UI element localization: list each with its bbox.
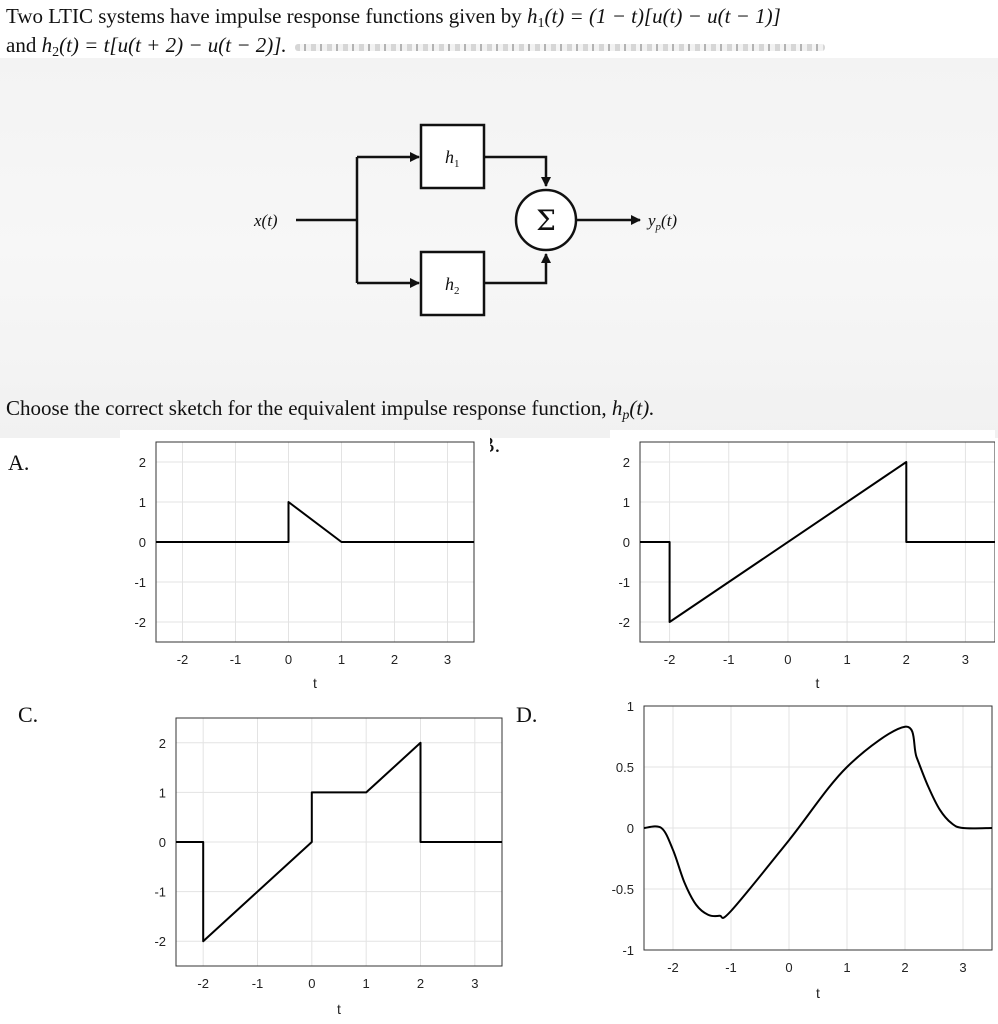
h1-expression: (t) = (1 − t)[u(t) − u(t − 1)] xyxy=(544,4,781,28)
option-b-chart: -2 -1 0 1 2 3 -2 -1 0 1 2 t xyxy=(618,441,995,691)
plot-c-series-line xyxy=(176,741,502,943)
plot-d-y-tick-label: 0.5 xyxy=(616,760,634,775)
diagram-background xyxy=(0,58,998,438)
option-c-plot[interactable]: -2 -1 0 1 2 3 -2 -1 0 1 2 t xyxy=(130,700,510,1024)
plot-c-x-tick-label: -1 xyxy=(252,976,264,991)
plot-c-y-tick-label: 0 xyxy=(159,835,166,850)
problem-line-1: Two LTIC systems have impulse response f… xyxy=(6,4,781,32)
plot-b-y-tick-label: -1 xyxy=(618,575,630,590)
h2-to-sum-arrow xyxy=(484,253,551,285)
option-a-plot[interactable]: -2 -1 0 1 2 3 -2 -1 0 1 2 t xyxy=(120,430,490,700)
plot-c-x-tick-label: 3 xyxy=(471,976,478,991)
sigma-icon: Σ xyxy=(536,204,556,237)
plot-d-y-tick-label: 1 xyxy=(627,699,634,714)
plot-a-x-tick-label: -1 xyxy=(230,652,242,667)
plot-d-x-axis-label: t xyxy=(816,985,820,1001)
question-sentence: Choose the correct sketch for the equiva… xyxy=(6,396,612,420)
h2-expression: (t) = t[u(t + 2) − u(t − 2)]. xyxy=(59,33,287,57)
plot-b-y-tick-label: 0 xyxy=(623,535,630,550)
hp-tail: (t). xyxy=(629,396,655,420)
option-c-label[interactable]: C. xyxy=(18,702,39,727)
and-text: and xyxy=(6,33,42,57)
option-d-label[interactable]: D. xyxy=(516,702,538,727)
plot-b-series-line xyxy=(640,461,995,623)
plot-c-y-tick-label: 1 xyxy=(159,785,166,800)
plot-c-x-tick-label: -2 xyxy=(197,976,209,991)
h1-symbol: h xyxy=(526,4,538,28)
h1-subscript: 1 xyxy=(537,16,545,31)
plot-a-x-axis-label: t xyxy=(313,675,317,691)
scan-smudge xyxy=(294,43,825,51)
plot-a-x-tick-label: 2 xyxy=(391,652,398,667)
h2-symbol: h xyxy=(41,33,53,57)
input-label: x(t) xyxy=(253,211,278,230)
option-d-plot[interactable]: -2 -1 0 1 2 3 -1 -0.5 0 0.5 1 t xyxy=(610,692,995,1022)
output-label: yp(t) xyxy=(646,211,677,233)
plot-d-y-tick-label: -1 xyxy=(622,943,634,958)
plot-b-y-tick-label: 2 xyxy=(623,455,630,470)
problem-line-2: and h2(t) = t[u(t + 2) − u(t − 2)]. xyxy=(6,33,825,61)
plot-b-x-tick-label: 2 xyxy=(903,652,910,667)
plot-c-x-tick-label: 2 xyxy=(417,976,424,991)
plot-b-x-tick-label: -1 xyxy=(723,652,735,667)
plot-b-y-tick-label: -2 xyxy=(618,615,630,630)
hp-subscript: p xyxy=(622,408,630,423)
plot-b-x-axis-label: t xyxy=(816,675,820,691)
option-d-chart: -2 -1 0 1 2 3 -1 -0.5 0 0.5 1 t xyxy=(612,699,993,1001)
h2-block-label: h2 xyxy=(445,274,460,297)
plot-d-y-tick-label: 0 xyxy=(627,821,634,836)
plot-d-y-tick-label: -0.5 xyxy=(612,882,634,897)
plot-a-x-tick-label: 3 xyxy=(444,652,451,667)
plot-c-y-tick-label: -1 xyxy=(154,885,166,900)
plot-b-y-tick-label: 1 xyxy=(623,495,630,510)
option-a-chart: -2 -1 0 1 2 3 -2 -1 0 1 2 t xyxy=(134,441,475,691)
plot-d-x-tick-label: 2 xyxy=(901,960,908,975)
plot-d-x-tick-label: 0 xyxy=(785,960,792,975)
plot-d-x-tick-label: 1 xyxy=(843,960,850,975)
question-text: Choose the correct sketch for the equiva… xyxy=(6,396,654,424)
plot-b-x-tick-label: 3 xyxy=(962,652,969,667)
plot-a-series-line xyxy=(156,501,474,543)
plot-a-y-tick-label: -1 xyxy=(134,575,146,590)
plot-c-x-tick-label: 0 xyxy=(308,976,315,991)
option-a-label[interactable]: A. xyxy=(8,450,30,475)
plot-d-x-tick-label: -1 xyxy=(725,960,737,975)
plot-d-x-tick-label: -2 xyxy=(667,960,679,975)
plot-a-x-tick-label: -2 xyxy=(177,652,189,667)
plot-b-x-tick-label: -2 xyxy=(664,652,676,667)
h1-block-label: h1 xyxy=(445,147,460,170)
option-c-chart: -2 -1 0 1 2 3 -2 -1 0 1 2 t xyxy=(154,717,503,1017)
plot-a-y-tick-label: -2 xyxy=(134,615,146,630)
block-diagram: x(t) h1 h2 Σ yp(t) xyxy=(253,123,677,317)
plot-b-x-tick-label: 0 xyxy=(784,652,791,667)
h1-to-sum-arrow xyxy=(484,155,551,187)
plot-c-x-axis-label: t xyxy=(337,1001,341,1017)
option-b-plot[interactable]: -2 -1 0 1 2 3 -2 -1 0 1 2 t xyxy=(610,430,995,700)
plot-c-x-tick-label: 1 xyxy=(363,976,370,991)
hp-symbol: h xyxy=(611,396,623,420)
plot-a-y-tick-label: 2 xyxy=(139,455,146,470)
plot-a-x-tick-label: 0 xyxy=(285,652,292,667)
plot-c-y-tick-label: 2 xyxy=(159,736,166,751)
plot-a-y-tick-label: 1 xyxy=(139,495,146,510)
plot-c-y-tick-label: -2 xyxy=(154,934,166,949)
plot-a-y-tick-label: 0 xyxy=(139,535,146,550)
plot-d-series-line xyxy=(643,725,993,919)
h2-block xyxy=(419,250,486,317)
plot-a-x-tick-label: 1 xyxy=(338,652,345,667)
plot-b-x-tick-label: 1 xyxy=(843,652,850,667)
plot-d-x-tick-label: 3 xyxy=(959,960,966,975)
problem-prefix-text: Two LTIC systems have impulse response f… xyxy=(6,4,527,28)
h2-subscript: 2 xyxy=(52,45,60,60)
